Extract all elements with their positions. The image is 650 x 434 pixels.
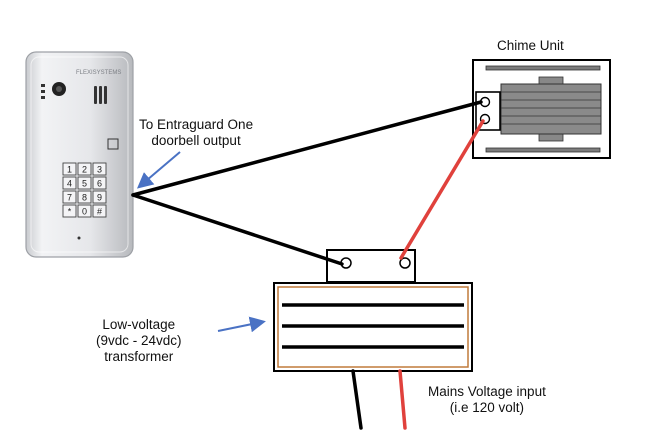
keypad-key: [92, 176, 107, 190]
label-transformer: Low-voltage (9vdc - 24vdc) transformer: [96, 317, 182, 365]
arrow-to-doorbell-output: [136, 151, 181, 189]
keypad-key: [77, 162, 92, 176]
keypad-key: [62, 190, 77, 204]
keypad-key-label: 4: [67, 179, 72, 189]
keypad-key: [62, 204, 77, 218]
keypad-key-label: 6: [97, 179, 102, 189]
keypad-key-label: 3: [97, 165, 102, 175]
keypad-key-label: 0: [82, 207, 87, 217]
label-mains-input-line1: Mains Voltage input: [428, 384, 546, 399]
keypad-key: [62, 162, 77, 176]
label-chime-unit: Chime Unit: [497, 38, 564, 53]
label-transformer-line1: Low-voltage: [102, 317, 176, 332]
wire-chime-to-transformer: [399, 119, 485, 260]
transformer: [273, 249, 473, 372]
keypad-key-label: *: [68, 207, 72, 217]
wires: [131, 100, 485, 430]
brand-logo: FLEXISYSTEMS: [76, 70, 121, 76]
keypad-key-label: 1: [67, 165, 72, 175]
label-doorbell-output-line2: doorbell output: [151, 133, 241, 148]
keypad-key: [77, 190, 92, 204]
label-mains-input: Mains Voltage input (i.e 120 volt): [428, 384, 546, 416]
keypad-key: [92, 204, 107, 218]
label-mains-input-line2: (i.e 120 volt): [449, 400, 525, 415]
wire-mains-hot: [398, 369, 407, 430]
keypad-key: [62, 176, 77, 190]
keypad-key: [92, 162, 107, 176]
keypad-key: [77, 204, 92, 218]
label-transformer-line2: (9vdc - 24vdc): [96, 333, 182, 348]
arrow-to-transformer: [217, 316, 266, 333]
label-transformer-line3: transformer: [104, 349, 174, 364]
chime-unit: [472, 59, 611, 159]
transformer-terminal-2: [399, 257, 411, 269]
keypad-key: [92, 190, 107, 204]
speaker-grille-icon: [94, 86, 107, 104]
keypad-key-label: 7: [67, 193, 72, 203]
keypad-key-label: 8: [82, 193, 87, 203]
keypad-key-label: 2: [82, 165, 87, 175]
wire-doorbell-to-transformer: [131, 193, 344, 266]
label-doorbell-output: To Entraguard One doorbell output: [139, 117, 253, 149]
keypad-key: [77, 176, 92, 190]
keypad-key-label: 9: [97, 193, 102, 203]
wire-mains-neutral: [351, 369, 363, 430]
wire-doorbell-to-chime: [131, 100, 483, 197]
label-doorbell-output-line1: To Entraguard One: [139, 117, 254, 132]
keypad-key-label: 5: [82, 179, 87, 189]
keypad-key-label: #: [97, 207, 102, 217]
bell-icon: [107, 138, 119, 150]
